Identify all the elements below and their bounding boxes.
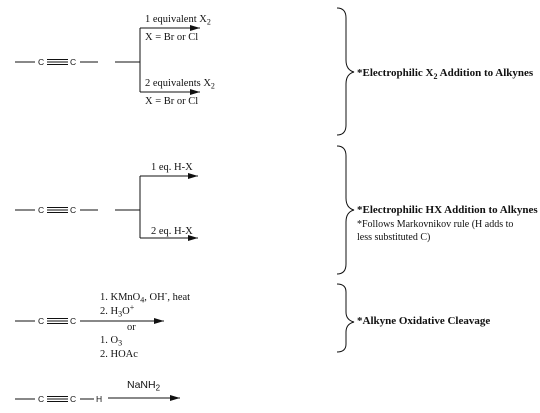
- branching-arrows: [115, 173, 198, 241]
- section-terminal-alkyne-deprotonation: C C H NaNH2: [15, 379, 180, 404]
- atom-c-left: C: [38, 394, 44, 404]
- alkyne-structure: C C: [15, 205, 98, 215]
- bottom-reagent: 2 eq. H-X: [151, 226, 193, 237]
- atom-c-left: C: [38, 316, 44, 326]
- atom-c-left: C: [38, 205, 44, 215]
- section-oxidative-cleavage: C C 1. KMnO4, OH-, heat 2. H3O+ or 1. O3…: [15, 283, 490, 360]
- atom-c-right: C: [70, 316, 76, 326]
- top-reagent: 1 eq. H-X: [151, 162, 193, 173]
- curly-brace: [336, 283, 355, 353]
- section-x2-addition: C C 1 equivalent X2 X = Br or Cl 2 equiv…: [15, 7, 534, 136]
- reagent-step-2: 2. H3O+: [100, 303, 135, 319]
- atom-h: H: [96, 394, 102, 404]
- top-reagent: 1 equivalent X2: [145, 14, 211, 27]
- section-heading: *Alkyne Oxidative Cleavage: [357, 315, 490, 327]
- alkyne-structure: C C: [15, 57, 98, 67]
- top-condition: X = Br or Cl: [145, 32, 198, 43]
- or-label: or: [127, 322, 136, 333]
- bottom-condition: X = Br or Cl: [145, 96, 198, 107]
- section-hx-addition: C C 1 eq. H-X 2 eq. H-X *Electrophilic H…: [15, 145, 538, 275]
- bottom-reagent: 2 equivalents X2: [145, 78, 215, 91]
- alkyne-structure: C C: [15, 316, 96, 326]
- terminal-alkyne-structure: C C H: [15, 394, 102, 404]
- alt-reagent-step-1: 1. O3: [100, 335, 122, 348]
- markovnikov-note: *Follows Markovnikov rule (H adds to: [357, 219, 513, 230]
- atom-c-right: C: [70, 205, 76, 215]
- curly-brace: [336, 7, 355, 136]
- atom-c-right: C: [70, 394, 76, 404]
- alt-reagent-step-2: 2. HOAc: [100, 349, 138, 360]
- reagent-label: NaNH2: [127, 379, 161, 393]
- atom-c-left: C: [38, 57, 44, 67]
- atom-c-right: C: [70, 57, 76, 67]
- curly-brace: [336, 145, 355, 275]
- reagent-step-1: 1. KMnO4, OH-, heat: [100, 289, 190, 305]
- markovnikov-note-cont: less substituted C): [357, 232, 430, 243]
- branching-arrows: [115, 25, 200, 95]
- section-heading: *Electrophilic HX Addition to Alkynes: [357, 204, 538, 216]
- section-heading: *Electrophilic X2 Addition to Alkynes: [357, 67, 534, 81]
